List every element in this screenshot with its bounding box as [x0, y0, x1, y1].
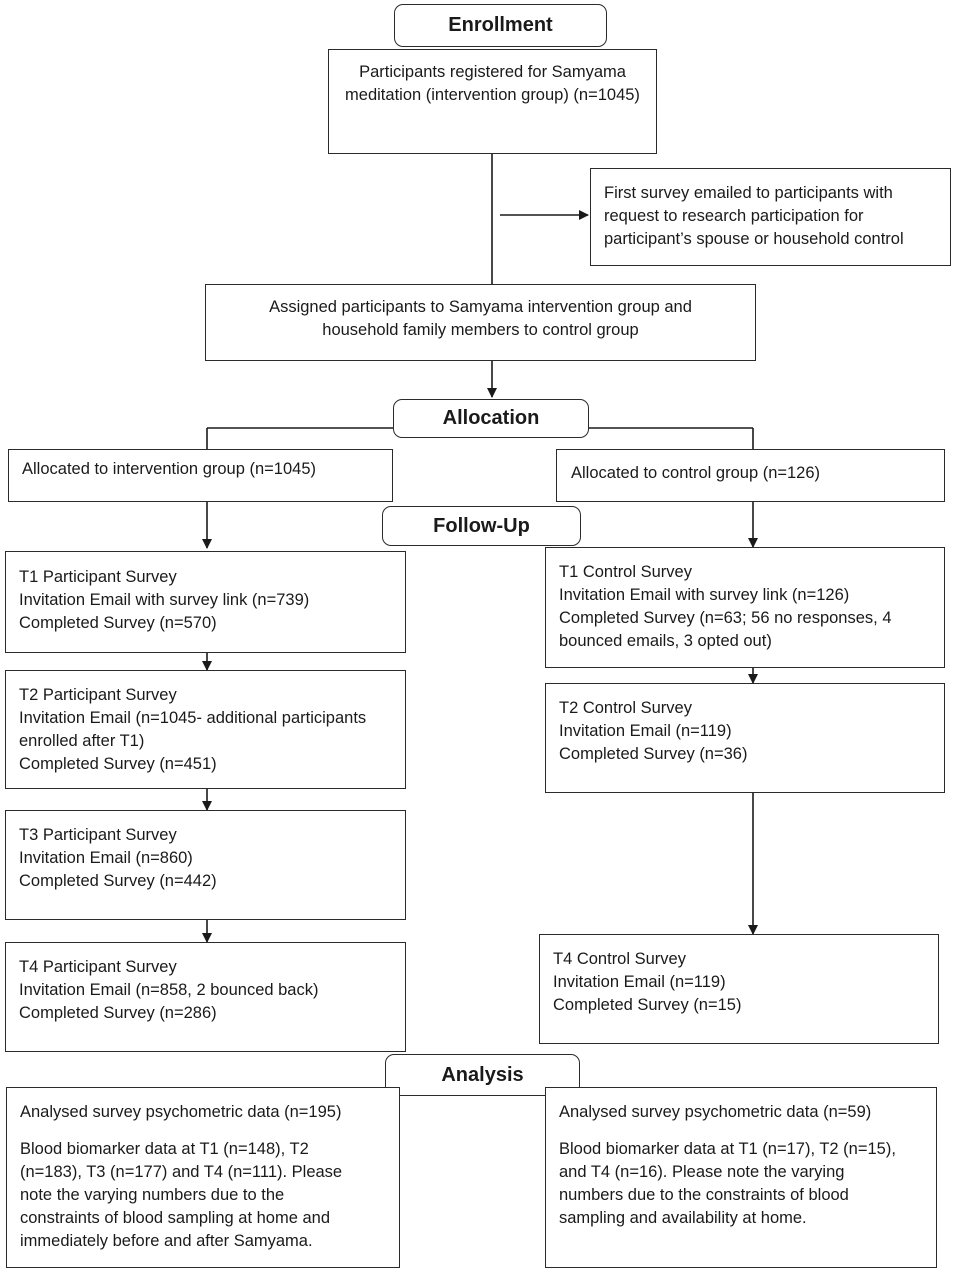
t1-participant-line-1: T1 Participant Survey	[19, 568, 177, 586]
t2-control-line-3: Completed Survey (n=36)	[559, 745, 748, 763]
analysis-control-box: Analysed survey psychometric data (n=59)…	[545, 1087, 937, 1268]
analysis-control-blood-line-3: numbers due to the constraints of blood	[559, 1186, 849, 1204]
t4-participant-line-1: T4 Participant Survey	[19, 958, 177, 976]
stage-allocation: Allocation	[393, 399, 589, 438]
assigned-box: Assigned participants to Samyama interve…	[205, 284, 756, 361]
alloc-intervention-box: Allocated to intervention group (n=1045)	[8, 449, 393, 502]
t2-control-line-2: Invitation Email (n=119)	[559, 722, 732, 740]
t3-participant-line-2: Invitation Email (n=860)	[19, 849, 193, 867]
stage-analysis-label: Analysis	[441, 1063, 524, 1086]
registered-line-1: Participants registered for Samyama	[359, 63, 626, 81]
t4-control-line-3: Completed Survey (n=15)	[553, 996, 742, 1014]
t4-participant-line-3: Completed Survey (n=286)	[19, 1004, 217, 1022]
analysis-control-psychometric: Analysed survey psychometric data (n=59)	[559, 1103, 872, 1121]
t3-participant-box: T3 Participant Survey Invitation Email (…	[5, 810, 406, 920]
alloc-control-line: Allocated to control group (n=126)	[571, 464, 821, 482]
analysis-intervention-psychometric: Analysed survey psychometric data (n=195…	[20, 1103, 342, 1121]
t1-control-line-2: Invitation Email with survey link (n=126…	[559, 586, 850, 604]
t3-participant-line-1: T3 Participant Survey	[19, 826, 177, 844]
analysis-intervention-blood-line-2: (n=183), T3 (n=177) and T4 (n=111). Plea…	[20, 1163, 343, 1181]
stage-follow-up-label: Follow-Up	[433, 514, 530, 537]
t2-control-line-1: T2 Control Survey	[559, 699, 692, 717]
t1-control-line-1: T1 Control Survey	[559, 563, 692, 581]
t4-control-line-1: T4 Control Survey	[553, 950, 686, 968]
alloc-intervention-line: Allocated to intervention group (n=1045)	[22, 460, 316, 478]
t4-participant-line-2: Invitation Email (n=858, 2 bounced back)	[19, 981, 319, 999]
t1-control-line-3: Completed Survey (n=63; 56 no responses,…	[559, 609, 892, 627]
stage-enrollment: Enrollment	[394, 4, 607, 47]
t1-participant-box: T1 Participant Survey Invitation Email w…	[5, 551, 406, 653]
first-survey-line-3: participant’s spouse or household contro…	[604, 230, 904, 248]
analysis-control-blood-line-2: and T4 (n=16). Please note the varying	[559, 1163, 845, 1181]
stage-follow-up: Follow-Up	[382, 506, 581, 546]
t2-participant-line-2: Invitation Email (n=1045- additional par…	[19, 709, 367, 727]
analysis-intervention-box: Analysed survey psychometric data (n=195…	[6, 1087, 400, 1268]
t4-control-box: T4 Control Survey Invitation Email (n=11…	[539, 934, 939, 1044]
analysis-intervention-blood-line-5: immediately before and after Samyama.	[20, 1232, 313, 1250]
analysis-intervention-blood-line-4: constraints of blood sampling at home an…	[20, 1209, 331, 1227]
first-survey-line-1: First survey emailed to participants wit…	[604, 184, 893, 202]
t1-participant-line-2: Invitation Email with survey link (n=739…	[19, 591, 310, 609]
stage-enrollment-label: Enrollment	[448, 14, 553, 36]
analysis-control-blood-line-1: Blood biomarker data at T1 (n=17), T2 (n…	[559, 1140, 896, 1158]
t1-control-line-4: bounced emails, 3 opted out)	[559, 632, 772, 650]
first-survey-box: First survey emailed to participants wit…	[590, 168, 951, 266]
t2-control-box: T2 Control Survey Invitation Email (n=11…	[545, 683, 945, 793]
registered-box: Participants registered for Samyama medi…	[328, 49, 657, 154]
t4-control-line-2: Invitation Email (n=119)	[553, 973, 726, 991]
alloc-control-box: Allocated to control group (n=126)	[556, 449, 945, 502]
t2-participant-line-3: enrolled after T1)	[19, 732, 145, 750]
analysis-intervention-blood-line-3: note the varying numbers due to the	[20, 1186, 285, 1204]
t3-participant-line-3: Completed Survey (n=442)	[19, 872, 217, 890]
t2-participant-box: T2 Participant Survey Invitation Email (…	[5, 670, 406, 789]
t1-participant-line-3: Completed Survey (n=570)	[19, 614, 217, 632]
t4-participant-box: T4 Participant Survey Invitation Email (…	[5, 942, 406, 1052]
stage-allocation-label: Allocation	[442, 407, 540, 429]
t2-participant-line-1: T2 Participant Survey	[19, 686, 177, 704]
first-survey-line-2: request to research participation for	[604, 207, 864, 225]
t1-control-box: T1 Control Survey Invitation Email with …	[545, 547, 945, 668]
registered-line-2: meditation (intervention group) (n=1045)	[345, 86, 640, 104]
analysis-control-blood-line-4: sampling and availability at home.	[559, 1209, 807, 1227]
assigned-line-2: household family members to control grou…	[322, 321, 639, 339]
analysis-intervention-blood-line-1: Blood biomarker data at T1 (n=148), T2	[20, 1140, 309, 1158]
assigned-line-1: Assigned participants to Samyama interve…	[269, 298, 692, 316]
t2-participant-line-4: Completed Survey (n=451)	[19, 755, 217, 773]
